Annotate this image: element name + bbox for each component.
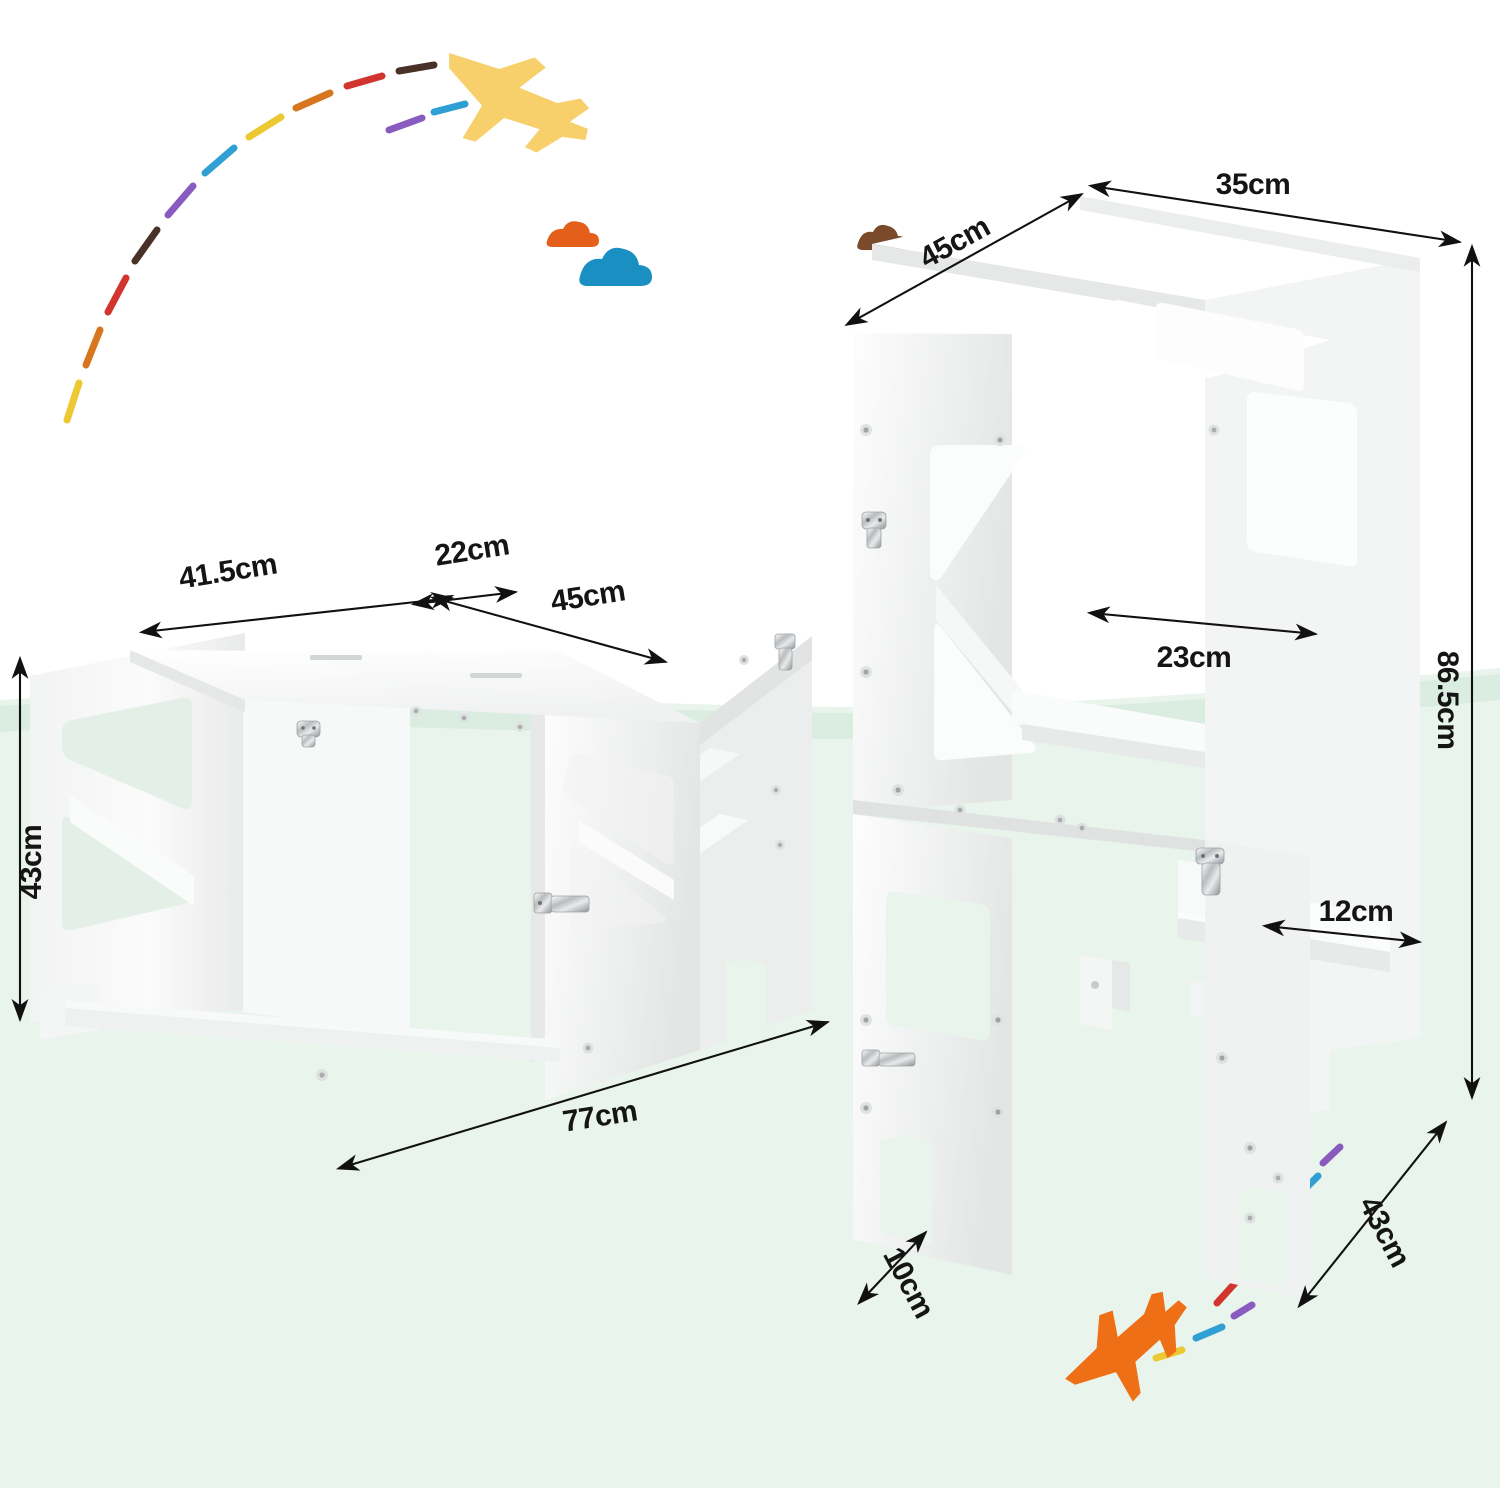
orange-cloud-icon (546, 221, 599, 247)
tower-upper-left-panel (853, 333, 1036, 812)
left-desk-top (130, 650, 700, 723)
left-near-side-panel (545, 678, 700, 1100)
label-86-5cm: 86.5cm (1431, 650, 1464, 750)
yellow-airplane-icon (449, 52, 590, 153)
tower-latch-upper-left (861, 511, 887, 549)
dimline-41-5 (138, 591, 455, 639)
label-12cm: 12cm (1318, 895, 1394, 928)
dimline-77 (335, 1019, 831, 1171)
left-latch-lower (533, 892, 590, 914)
left-left-side-panel (30, 633, 245, 1040)
left-latch-right (774, 633, 796, 671)
blue-cloud-icon (579, 247, 652, 286)
tower-lower-left-panel (853, 814, 1012, 1275)
dimline-22 (410, 586, 519, 611)
dimline-35 (1087, 180, 1463, 248)
dimline-12 (1261, 919, 1423, 949)
dimline-45-right (844, 192, 1084, 327)
airplane-trail-top (63, 61, 469, 424)
tower-center-tab (1080, 955, 1130, 1030)
label-35cm: 35cm (1215, 168, 1291, 201)
dimline-45-left (429, 594, 669, 665)
label-43cm-left: 43cm (15, 824, 48, 900)
orange-airplane-icon (1065, 1291, 1187, 1402)
dimline-23 (1086, 606, 1319, 641)
tower-latch-lower-left (861, 1049, 916, 1067)
tower-mid-seam (853, 800, 1205, 852)
label-23cm: 23cm (1156, 641, 1232, 674)
left-inner-panel (243, 668, 410, 1035)
tower-upper-platform (1012, 690, 1205, 768)
dimline-10 (857, 1230, 928, 1306)
left-latch-upper (296, 720, 321, 748)
tower-latch-mid-right (1195, 847, 1225, 896)
dimline-43-right (1297, 1120, 1448, 1309)
